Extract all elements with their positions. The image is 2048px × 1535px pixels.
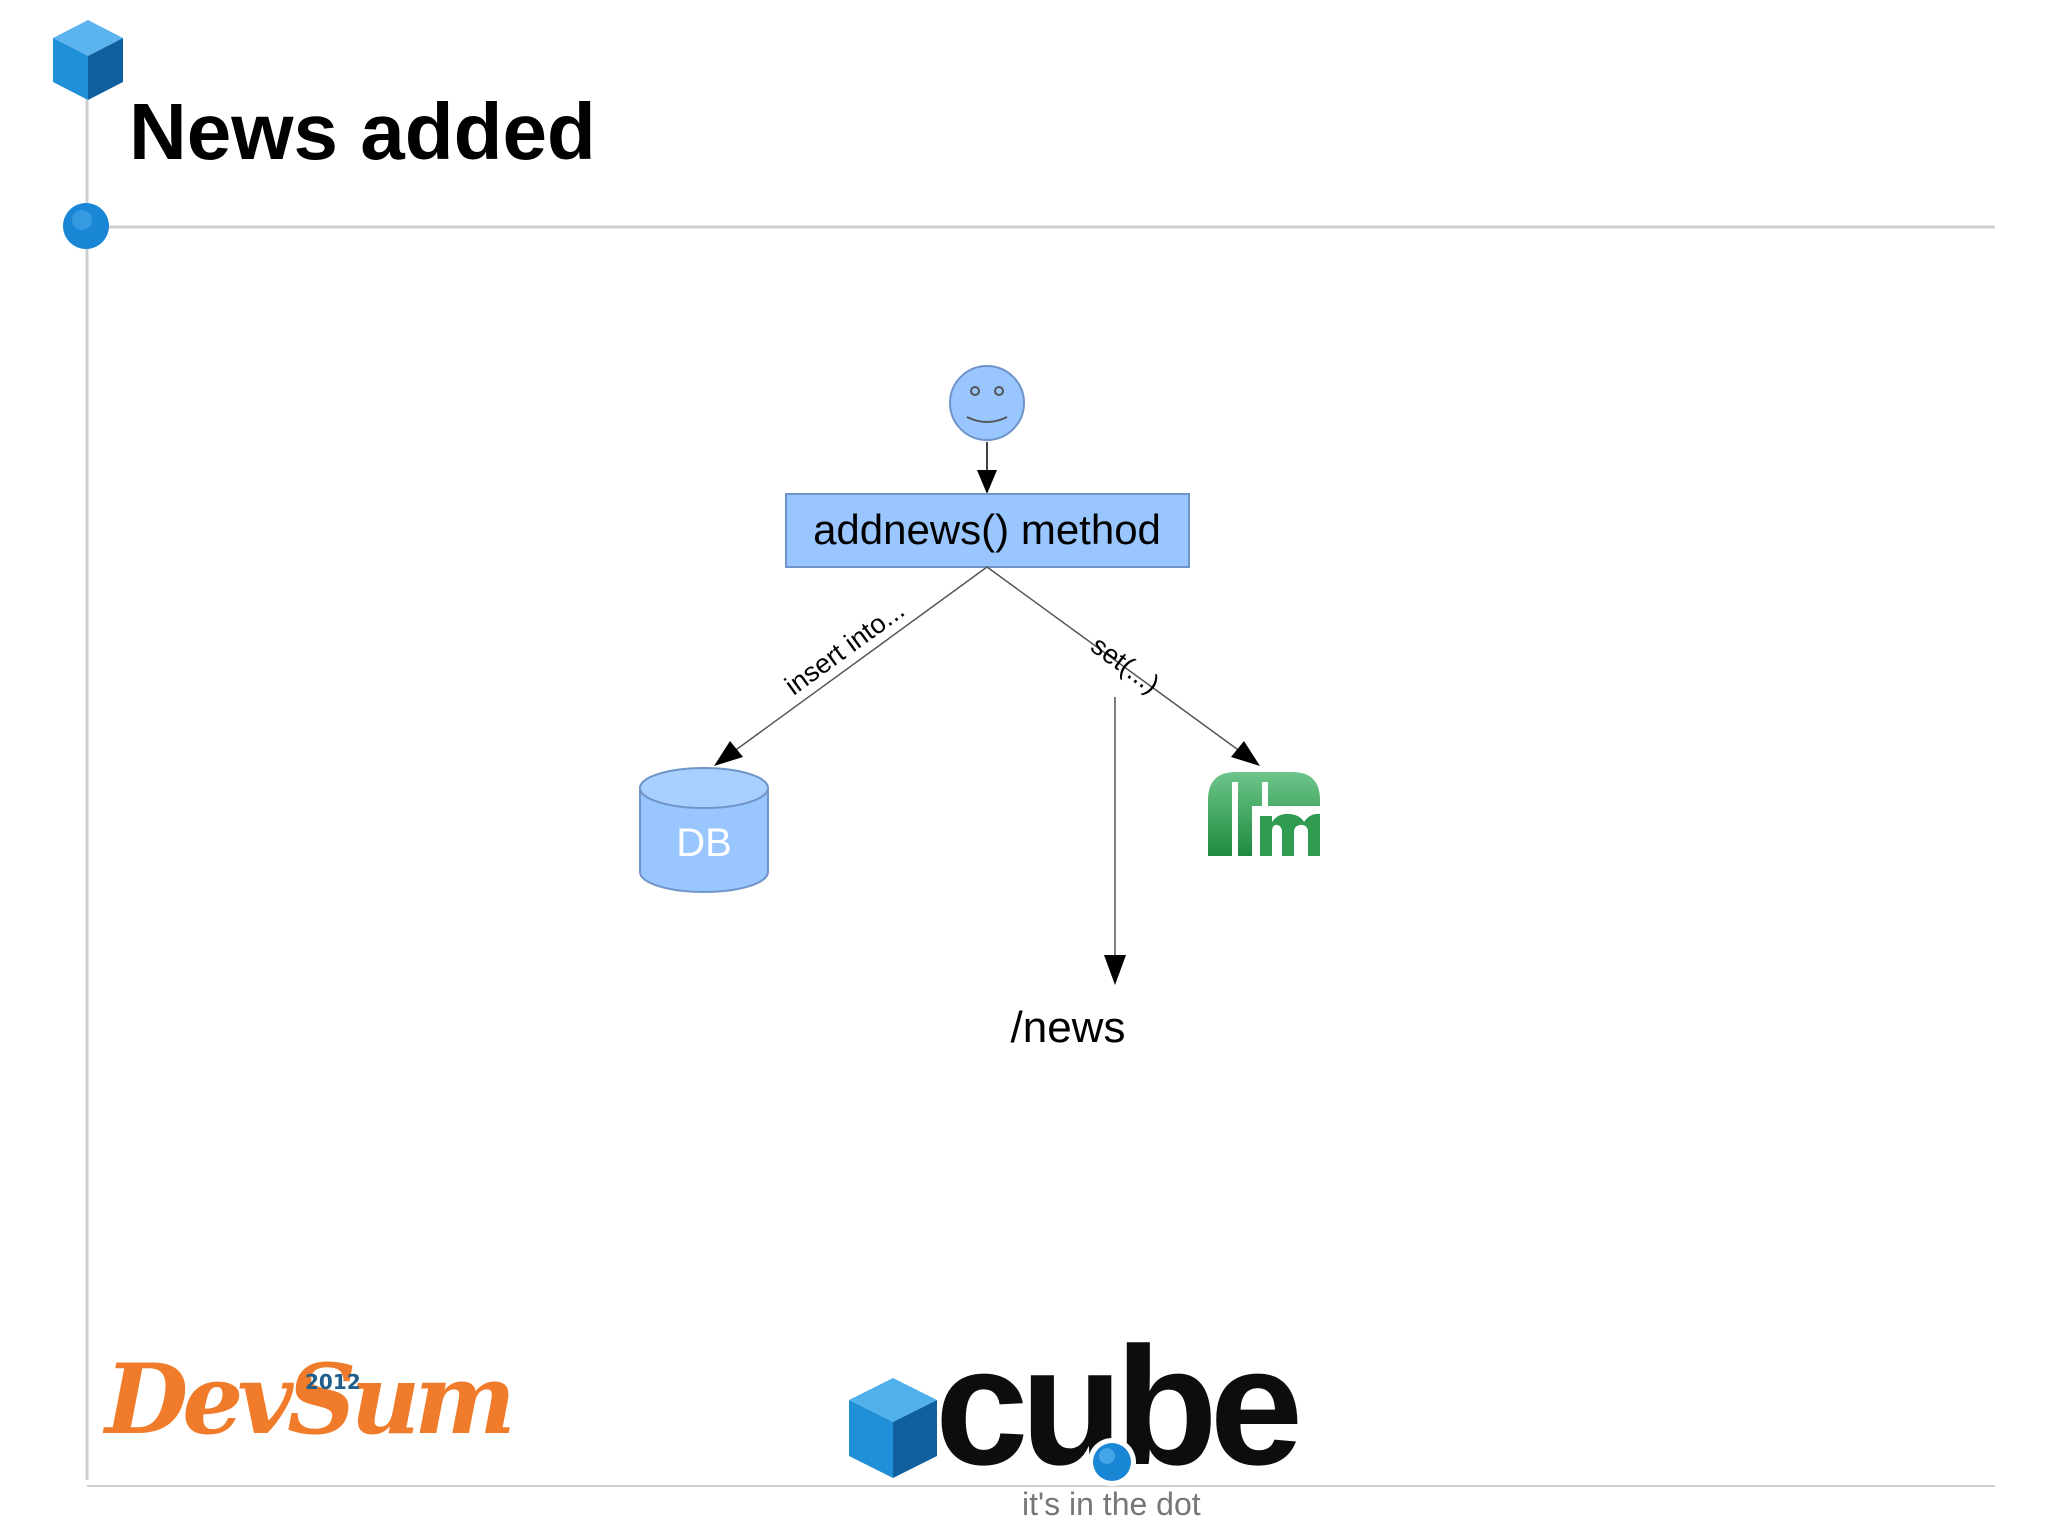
devsum-logo-text: DevSum	[105, 1343, 516, 1456]
edge-db-arrowhead	[714, 741, 743, 766]
edge-set-label: set(...)	[1086, 630, 1166, 699]
cube-logo-small-icon	[53, 20, 123, 100]
cube-brand-tagline: it's in the dot	[1022, 1486, 1201, 1522]
memcache-logo-icon	[1208, 772, 1320, 856]
method-node-label: addnews() method	[813, 506, 1161, 553]
edge-insert-label: insert into...	[779, 595, 910, 701]
slide-title: News added	[129, 87, 596, 176]
edge-actor-arrowhead	[977, 470, 997, 494]
edge-news-arrowhead	[1104, 955, 1126, 985]
edge-method-to-db	[721, 566, 988, 761]
edge-method-to-memcache	[986, 566, 1253, 761]
devsum-year: 2012	[305, 1370, 361, 1394]
news-endpoint-label: /news	[1011, 1003, 1126, 1052]
edge-memcache-arrowhead	[1231, 741, 1260, 766]
rail-dot-icon	[63, 203, 109, 249]
database-cylinder-icon: DB	[639, 767, 769, 893]
database-label: DB	[676, 821, 732, 865]
actor-smiley-icon	[949, 365, 1025, 441]
method-node: addnews() method	[785, 493, 1190, 568]
cube-brand-dot-icon	[1088, 1438, 1136, 1486]
